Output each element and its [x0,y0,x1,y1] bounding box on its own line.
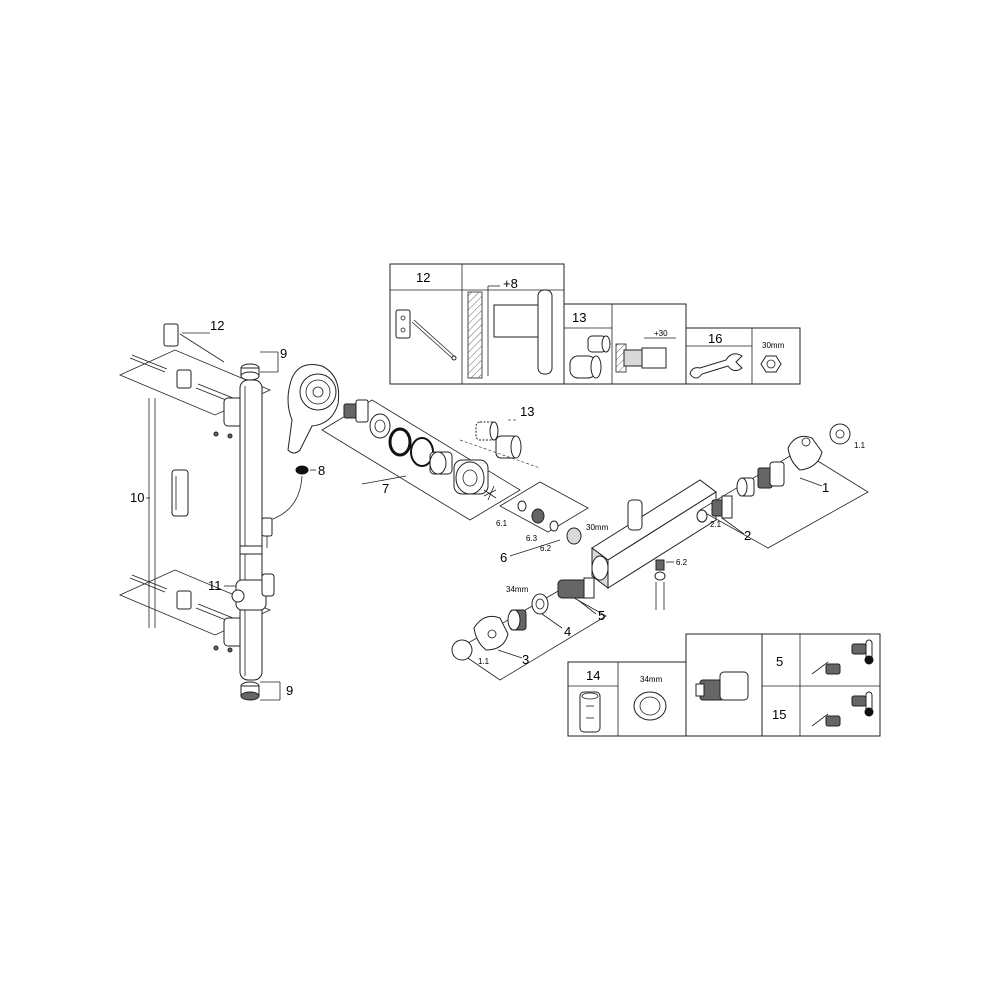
callout-3: 3 [522,652,529,667]
panel-label-15: 15 [772,707,786,722]
cap-icon [829,423,851,445]
extension-install-icon: +30 [615,329,676,373]
panel-16-frame [685,327,801,385]
stop-ring-icon [507,609,527,631]
shower-head-holder-icon [231,573,275,611]
panel-label-14: 14 [586,668,600,683]
hand-shower-icon [287,364,340,454]
end-cap-icon [240,363,260,381]
sleeve-icon [429,451,453,475]
cartridge-small-icon [811,643,867,675]
washer-icon [295,465,309,475]
callout-9-top: 9 [280,346,287,361]
wall-plug-icon [176,369,192,389]
callout-13: 13 [520,404,534,419]
shower-rail-assembly: 10 [119,318,340,701]
panel-label-13: 13 [572,310,586,325]
wall-mount-section-icon: +8 [467,276,553,379]
wrench-icon [689,353,743,379]
spindle-icon [757,461,785,489]
callout-2: 2 [744,528,751,543]
callout-1-1-right: 1.1 [854,441,866,450]
cover-rosette-icon [453,459,489,495]
extension-piece-icon [475,421,522,459]
valve-cartridge-icon [711,495,733,519]
adapter-icon [736,477,755,497]
right-connection-group: 2.1 2 1.1 1 [696,423,869,549]
retaining-ring-icon [633,691,667,721]
mounting-plate-icon [163,323,225,363]
panel-label-16: 16 [708,331,722,346]
thermostat-body-icon [591,479,717,589]
callout-6-1: 6.1 [496,519,508,528]
shower-hose-icon [269,475,303,521]
seal-icon [517,500,527,512]
callout-10: 10 [130,490,144,505]
control-handle-icon [787,435,823,471]
temperature-handle-icon [473,615,509,651]
dim-30mm-valve: 30mm [586,523,609,532]
callout-4: 4 [564,624,571,639]
wall-plate-icon [395,309,457,361]
left-connection-group: 5 34mm 4 1.1 3 [451,577,607,681]
o-ring-icon [388,427,412,457]
callout-12: 12 [210,318,224,333]
callout-11: 11 [208,578,222,593]
top-detail-panel: 12 +8 13 [389,263,801,385]
thermostatic-cartridge-icon [695,671,749,701]
seal-icon [696,509,708,523]
panel-label-12: 12 [416,270,430,285]
dim-30mm-wrench: 30mm [762,341,785,350]
callout-6: 6 [500,550,507,565]
dim-plus8: +8 [503,276,518,291]
rail-clip-icon [171,469,189,517]
callout-7: 7 [382,481,389,496]
check-valve-group: 30mm 6.1 6.3 6.2 6 [496,481,609,565]
dim-34mm-ring: 34mm [506,585,529,594]
bottom-detail-panel: 14 34mm 5 15 [567,633,881,737]
hose-connector-icon [343,399,369,423]
shower-rail-icon [239,379,263,681]
o-ring-icon [549,520,559,532]
cartridge-small-icon [811,695,867,727]
thermometer-icon [864,639,874,665]
hose-nut-icon [261,517,273,537]
callout-5: 5 [598,608,605,623]
callout-6-2-pipe: 6.2 [676,558,688,567]
callout-6-2: 6.2 [540,544,552,553]
callout-9-bottom: 9 [286,683,293,698]
check-valve-icon [531,508,545,524]
dim-34mm-panel: 34mm [640,675,663,684]
tool-sleeve-icon [579,691,601,733]
outlet-connector-group: 7 13 [321,399,541,521]
rail-joint-icon [239,545,263,555]
adapter-nut-icon [566,527,582,545]
wall-plug-icon [176,590,192,610]
nut-icon [760,355,782,373]
end-cap-icon [240,681,260,701]
cap-icon [451,639,473,661]
dim-plus30: +30 [654,329,668,338]
retaining-ring-icon [531,593,549,615]
extension-fitting-icon [569,335,611,379]
outlet-pipe-icon [654,559,666,610]
callout-1: 1 [822,480,829,495]
adapter-ring-icon [369,413,391,439]
callout-6-3: 6.3 [526,534,538,543]
callout-2-1: 2.1 [710,520,722,529]
callout-1-1-left: 1.1 [478,657,490,666]
panel-label-5: 5 [776,654,783,669]
cartridge-icon [557,577,595,599]
filter-star-icon [483,485,497,501]
callout-8: 8 [318,463,325,478]
